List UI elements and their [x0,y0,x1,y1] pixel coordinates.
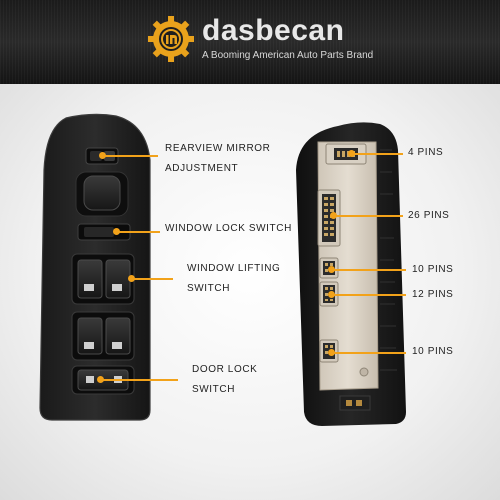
callout-line-26-pins [335,215,403,217]
callout-dot-window-lock [113,228,120,235]
callout-dot-10-pins-lower [328,349,335,356]
label-10-pins-lower: 10 PINS [412,346,454,357]
callout-dot-door-lock [97,376,104,383]
label-window-lock-switch: WINDOW LOCK SWITCH [165,223,292,234]
brand-tagline: A Booming American Auto Parts Brand [202,50,374,61]
callout-line-mirror [104,155,158,157]
callout-line-10-pins-lower [333,352,406,354]
callout-line-4-pins [353,153,403,155]
callout-dot-mirror [99,152,106,159]
label-window-lifting-switch: SWITCH [187,283,231,294]
callout-dot-26-pins [330,212,337,219]
label-12-pins: 12 PINS [412,289,454,300]
callout-line-10-pins-upper [333,269,406,271]
label-adjustment: ADJUSTMENT [165,163,239,174]
label-door-lock: DOOR LOCK [192,364,258,375]
callout-line-window-lock [118,231,160,233]
label-window-lifting: WINDOW LIFTING [187,263,281,274]
label-26-pins: 26 PINS [408,210,450,221]
callout-dot-window-lifting [128,275,135,282]
callout-dot-12-pins [328,291,335,298]
brand-name: dasbecan [202,14,345,47]
callout-line-window-lifting [133,278,173,280]
label-rearview-mirror: REARVIEW MIRROR [165,143,271,154]
brand-header: dasbecan A Booming American Auto Parts B… [0,0,500,84]
switch-panel-back [296,122,406,427]
callout-dot-4-pins [348,150,355,157]
label-4-pins: 4 PINS [408,147,444,158]
gear-logo-icon [148,16,194,62]
label-10-pins-upper: 10 PINS [412,264,454,275]
label-door-lock-switch: SWITCH [192,384,236,395]
callout-line-door-lock [102,379,178,381]
switch-panel-front [39,113,151,421]
callout-line-12-pins [333,294,406,296]
callout-dot-10-pins-upper [328,266,335,273]
